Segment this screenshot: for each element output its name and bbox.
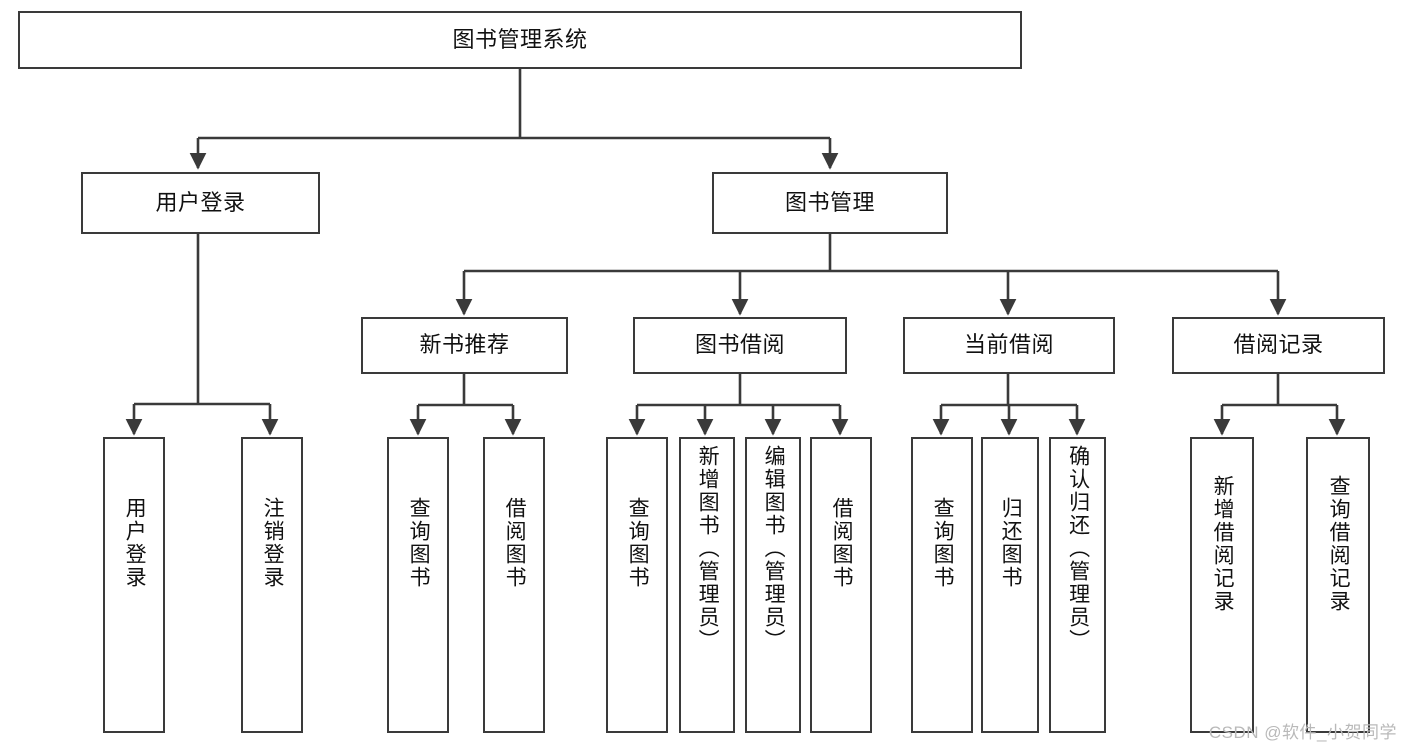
leaf-query-book-cur-label: 查询图书: [931, 497, 955, 589]
leaf-user-logout-label: 注销登录: [261, 497, 285, 589]
node-borrow-record[interactable]: 借阅记录: [1172, 317, 1385, 374]
leaf-edit-book[interactable]: 编辑图书（管理员）: [745, 437, 801, 733]
csdn-watermark: CSDN @软件_小贺同学: [1208, 723, 1397, 742]
leaf-add-record[interactable]: 新增借阅记录: [1190, 437, 1254, 733]
leaf-query-book-borrow[interactable]: 查询图书: [606, 437, 668, 733]
leaf-query-record[interactable]: 查询借阅记录: [1306, 437, 1370, 733]
node-book-manage[interactable]: 图书管理: [712, 172, 948, 234]
leaf-confirm-return[interactable]: 确认归还（管理员）: [1049, 437, 1106, 733]
leaf-edit-book-label: 编辑图书（管理员）: [762, 445, 786, 652]
leaf-borrow-book[interactable]: 借阅图书: [810, 437, 872, 733]
node-book-borrow[interactable]: 图书借阅: [633, 317, 847, 374]
leaf-user-logout[interactable]: 注销登录: [241, 437, 303, 733]
leaf-add-book-label: 新增图书（管理员）: [696, 445, 720, 652]
node-current-borrow-label: 当前借阅: [963, 332, 1054, 358]
leaf-borrow-book-label: 借阅图书: [830, 497, 854, 589]
node-new-book-rec-label: 新书推荐: [419, 332, 510, 358]
leaf-query-book-cur[interactable]: 查询图书: [911, 437, 973, 733]
leaf-query-book-rec-label: 查询图书: [407, 497, 431, 589]
leaf-return-book[interactable]: 归还图书: [981, 437, 1039, 733]
leaf-query-book-rec[interactable]: 查询图书: [387, 437, 449, 733]
leaf-borrow-book-rec[interactable]: 借阅图书: [483, 437, 545, 733]
leaf-query-book-borrow-label: 查询图书: [626, 497, 650, 589]
node-user-login-label: 用户登录: [155, 189, 246, 215]
node-borrow-record-label: 借阅记录: [1233, 332, 1324, 358]
leaf-user-login[interactable]: 用户登录: [103, 437, 165, 733]
leaf-return-book-label: 归还图书: [999, 497, 1023, 589]
leaf-borrow-book-rec-label: 借阅图书: [503, 497, 527, 589]
leaf-add-record-label: 新增借阅记录: [1211, 475, 1235, 613]
node-root[interactable]: 图书管理系统: [18, 11, 1022, 69]
leaf-confirm-return-label: 确认归还（管理员）: [1066, 445, 1090, 652]
node-user-login[interactable]: 用户登录: [81, 172, 320, 234]
leaf-query-record-label: 查询借阅记录: [1327, 475, 1351, 613]
node-book-borrow-label: 图书借阅: [694, 332, 785, 358]
node-current-borrow[interactable]: 当前借阅: [903, 317, 1115, 374]
leaf-add-book[interactable]: 新增图书（管理员）: [679, 437, 735, 733]
node-new-book-rec[interactable]: 新书推荐: [361, 317, 568, 374]
leaf-user-login-label: 用户登录: [123, 497, 147, 589]
node-root-label: 图书管理系统: [452, 26, 588, 52]
node-book-manage-label: 图书管理: [784, 189, 875, 215]
